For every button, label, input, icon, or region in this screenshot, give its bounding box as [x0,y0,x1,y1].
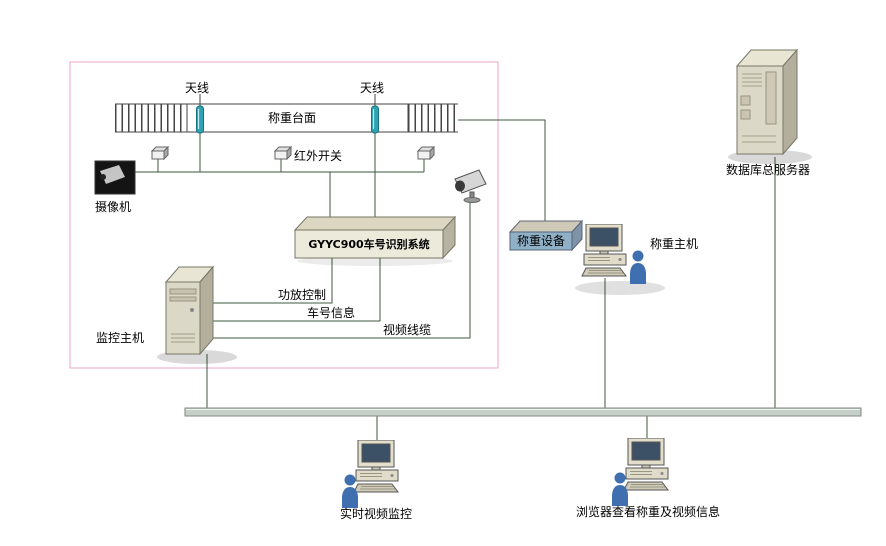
realtime-video-workstation: 实时视频监控 [340,440,412,521]
camera-label: 摄像机 [95,199,131,214]
antenna-left-label: 天线 [185,81,209,95]
car-number-line [206,258,381,322]
system-boundary-frame [69,61,499,369]
antenna-left: 天线 [185,81,209,134]
video-camera-icon [454,169,487,203]
person-icon [630,250,646,284]
platform-label: 称重台面 [268,110,316,125]
realtime-video-label: 实时视频监控 [340,506,412,521]
monitor-host-label: 监控主机 [96,331,144,345]
antenna-right-label: 天线 [360,81,384,95]
antenna-right: 天线 [360,81,384,134]
weighing-host-workstation: 称重主机 [575,224,698,295]
amp-control-label: 功放控制 [278,287,326,302]
ir-sensor-icon-3 [417,146,435,160]
ir-sensor-icon-2 [274,146,292,160]
weighing-host-label: 称重主机 [650,237,698,251]
ir-switch-label: 红外开关 [294,148,342,163]
network-bus [184,407,862,417]
car-number-label: 车号信息 [307,305,355,320]
db-server-label: 数据库总服务器 [726,162,810,177]
video-cable-line [206,202,471,339]
computer-icon [353,440,399,493]
antenna-icon [196,105,204,134]
connection-lines [125,119,776,440]
computer-icon [581,224,627,277]
camera-photo: 摄像机 [94,160,136,214]
antenna-icon [371,105,379,134]
ir-sensor-icon-1 [151,146,169,160]
amp-control-line [206,258,333,304]
recognition-system-label: GYYC900车号识别系统 [308,237,429,251]
weighing-device-label: 称重设备 [517,234,565,248]
railway-track: 称重台面 [115,103,458,133]
computer-icon [623,438,669,491]
recognition-system-box: GYYC900车号识别系统 [293,215,457,266]
db-server-tower: 数据库总服务器 [726,48,812,177]
browser-view-workstation: 浏览器查看称重及视频信息 [576,438,720,519]
camera-lens [100,174,106,180]
video-camera-lens [455,180,465,192]
browser-view-label: 浏览器查看称重及视频信息 [576,504,720,519]
weighing-device-box: 称重设备 [508,219,584,252]
video-cable-label: 视频线缆 [383,322,431,337]
platform-to-device-line [458,119,546,222]
monitor-host-tower: 监控主机 [96,265,237,364]
